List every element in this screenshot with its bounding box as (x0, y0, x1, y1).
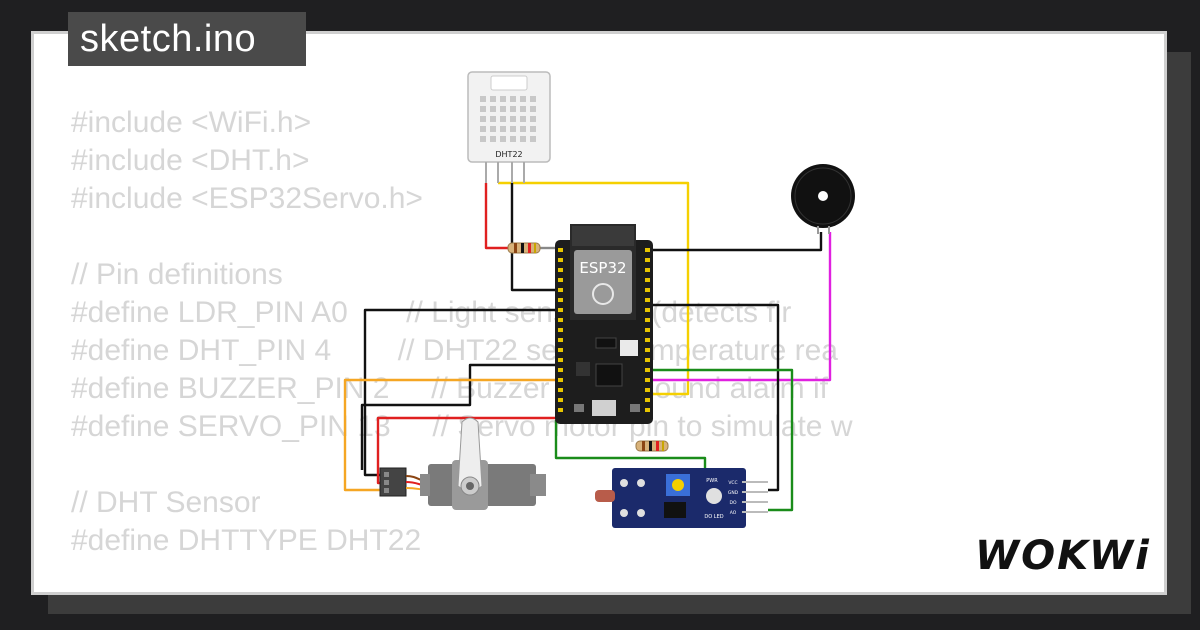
ldr-sensor-module: PWR DO LED VCC GND DO AO (595, 468, 768, 528)
wire-ldr-gnd (652, 303, 780, 492)
espressif-icon (592, 283, 614, 305)
wire-dht-vcc (484, 183, 510, 250)
filename-tab: sketch.ino (68, 12, 306, 66)
wokwi-logo: WOKWi (975, 533, 1151, 579)
code-line: #define SERVO_PIN 13 // Servo motor pin … (71, 410, 853, 443)
code-line: #include <ESP32Servo.h> (71, 182, 423, 215)
pullup-resistor (507, 242, 541, 254)
code-line: #include <WiFi.h> (71, 106, 312, 139)
wire-dht-gnd (510, 183, 556, 292)
usb-port (592, 400, 616, 416)
pin-do-label: DO (729, 500, 736, 506)
wire-dht-data (498, 181, 690, 396)
wire-ldr-ao (652, 368, 794, 512)
ldr-resistor (635, 440, 669, 452)
code-line: #define DHTTYPE DHT22 (71, 524, 422, 557)
do-led-label: DO LED (704, 514, 723, 520)
wire-buzzer-gnd (652, 232, 823, 252)
wire-servo-signal (343, 378, 556, 492)
code-line: // DHT Sensor (71, 486, 261, 519)
dht22-sensor: DHT22 (467, 71, 551, 183)
pin-ao-label: AO (730, 510, 737, 516)
esp32-board: ESP32 (555, 224, 653, 424)
photoresistor (595, 490, 615, 502)
wire-servo-gnd (363, 308, 556, 477)
code-line: // Pin definitions (71, 258, 283, 291)
dht22-label: DHT22 (495, 150, 522, 159)
servo-motor (379, 417, 546, 510)
buzzer (791, 164, 855, 234)
pin-vcc-label: VCC (728, 480, 737, 486)
wire-servo-aux (360, 363, 556, 470)
pwr-label: PWR (706, 478, 718, 484)
wire-buzzer-signal (652, 232, 832, 382)
esp32-label: ESP32 (579, 259, 626, 277)
code-line: #include <DHT.h> (71, 144, 310, 177)
wires (343, 181, 832, 512)
pin-gnd-label: GND (728, 490, 739, 496)
